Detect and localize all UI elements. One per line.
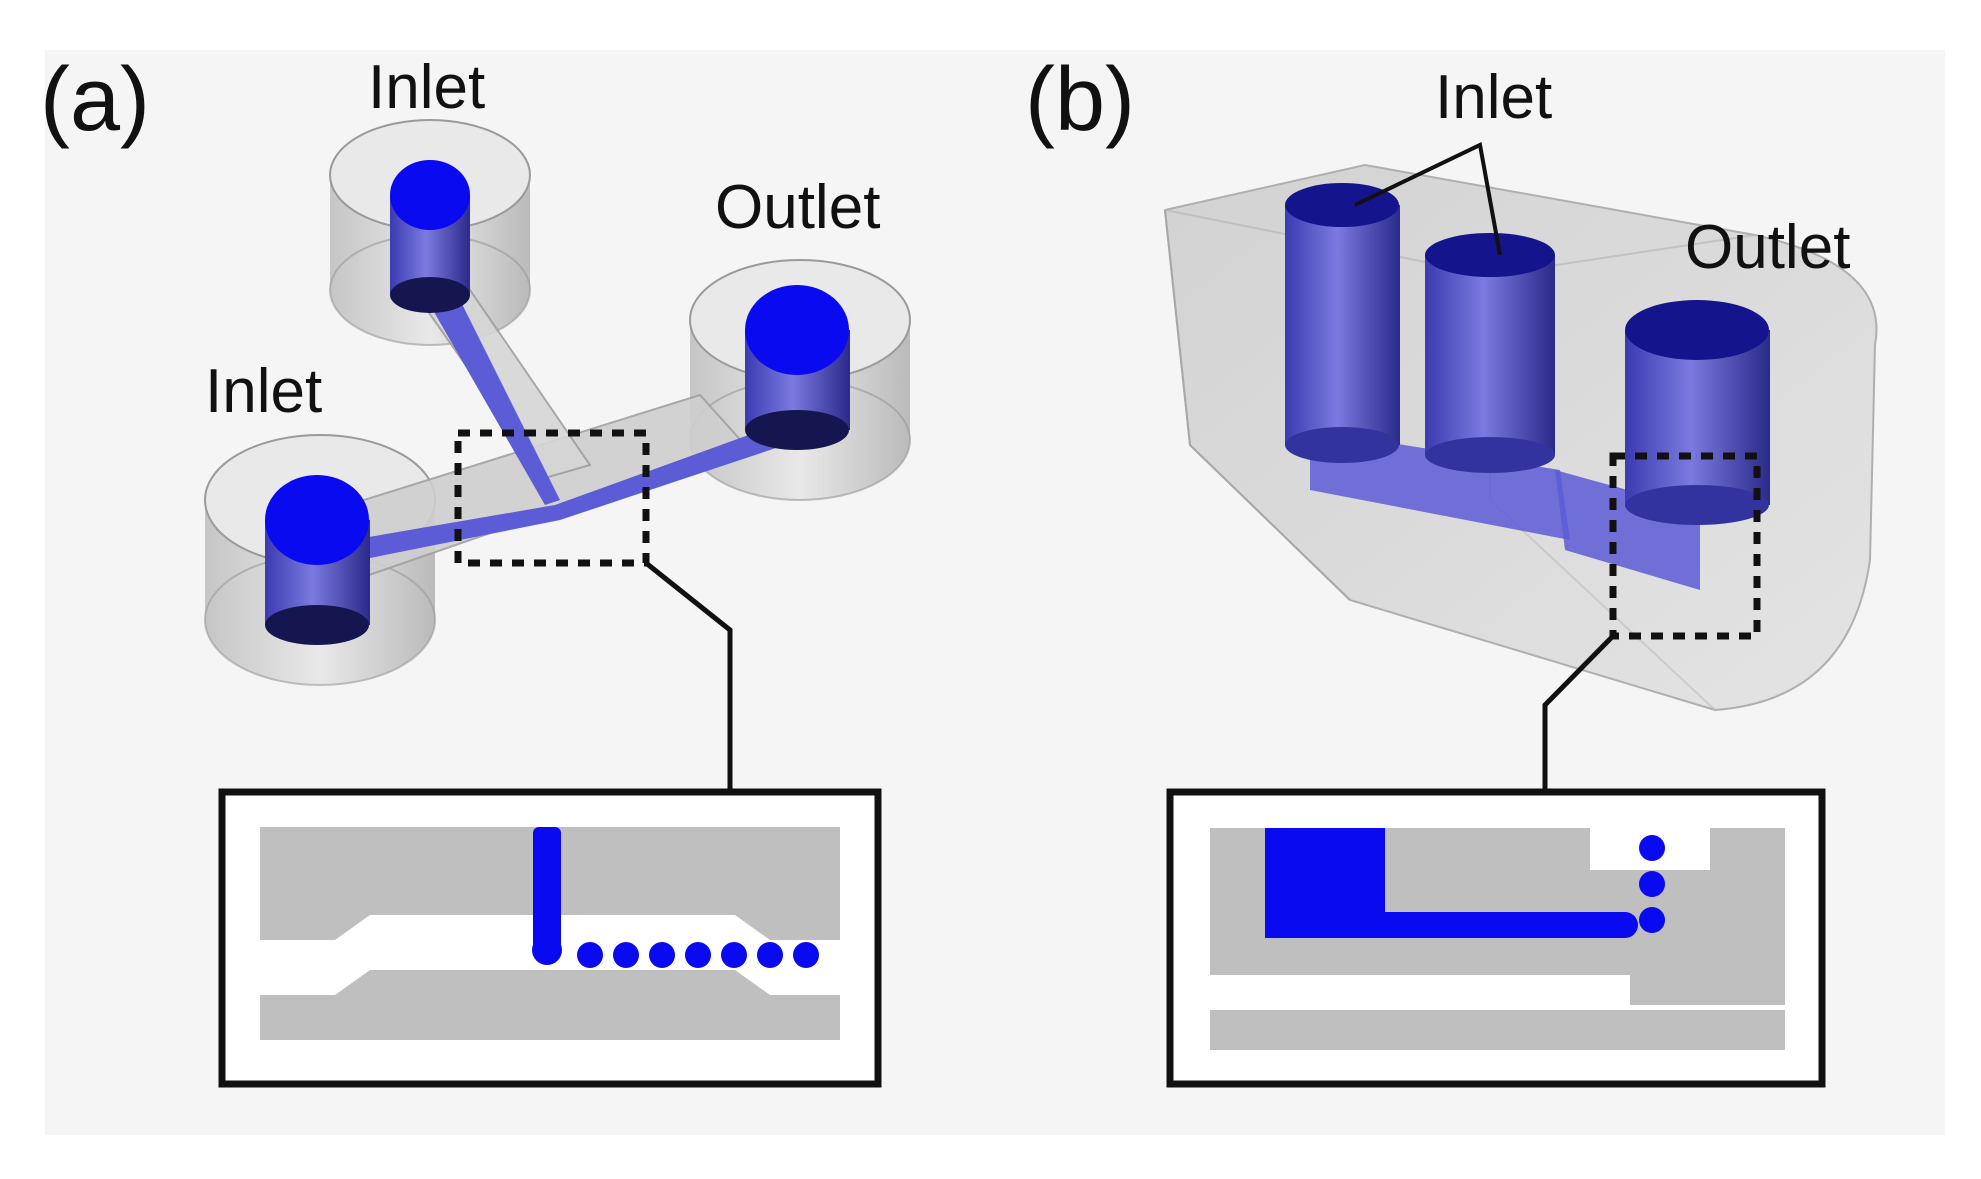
panel-a-inset [218, 788, 882, 1088]
panel-b-outlet-label: Outlet [1685, 213, 1850, 282]
panel-a-outlet-label: Outlet [715, 173, 880, 242]
panel-a-droplet [685, 942, 711, 968]
panel-b-inset [1166, 788, 1826, 1088]
panel-b-droplet [1639, 907, 1665, 933]
panel-a-channel-top [430, 300, 560, 505]
panel-a-zoom-box [454, 429, 650, 567]
panel-a-droplet [649, 942, 675, 968]
panel-b-droplet [1639, 835, 1665, 861]
panel-b-outlet-cylinder [1625, 300, 1770, 525]
panel-a-droplet [793, 942, 819, 968]
panel-a-inlet-top-label: Inlet [368, 53, 485, 122]
panel-a-inlet-top-cylinder [390, 160, 470, 313]
panel-b-inlet-cylinder-2 [1425, 233, 1555, 473]
panel-b-inlet-leader [1354, 142, 1502, 256]
panel-b-zoom-box [1609, 452, 1761, 640]
panel-a-droplet [721, 942, 747, 968]
panel-b-droplets [1639, 835, 1665, 933]
panel-a-outlet-cylinder [745, 285, 850, 450]
panel-a-droplets [577, 942, 819, 968]
panel-b: (b) [1025, 50, 1878, 1088]
panel-a-label: (a) [40, 50, 150, 150]
panel-b-inlet-label: Inlet [1435, 63, 1552, 132]
panel-a-zoom-leader [644, 561, 733, 790]
panel-a: (a) [40, 50, 911, 1088]
panel-a-inlet-left-label: Inlet [205, 357, 322, 426]
panel-a-inlet-left-cylinder [265, 475, 370, 645]
panel-a-channel-main [305, 420, 800, 570]
panel-b-droplet [1639, 871, 1665, 897]
panel-a-droplet [757, 942, 783, 968]
panel-b-label: (b) [1025, 50, 1135, 150]
panel-a-droplet [613, 942, 639, 968]
panel-b-zoom-leader [1542, 634, 1615, 790]
panel-a-droplet [577, 942, 603, 968]
panel-b-inlet-cylinder-1 [1285, 183, 1400, 463]
